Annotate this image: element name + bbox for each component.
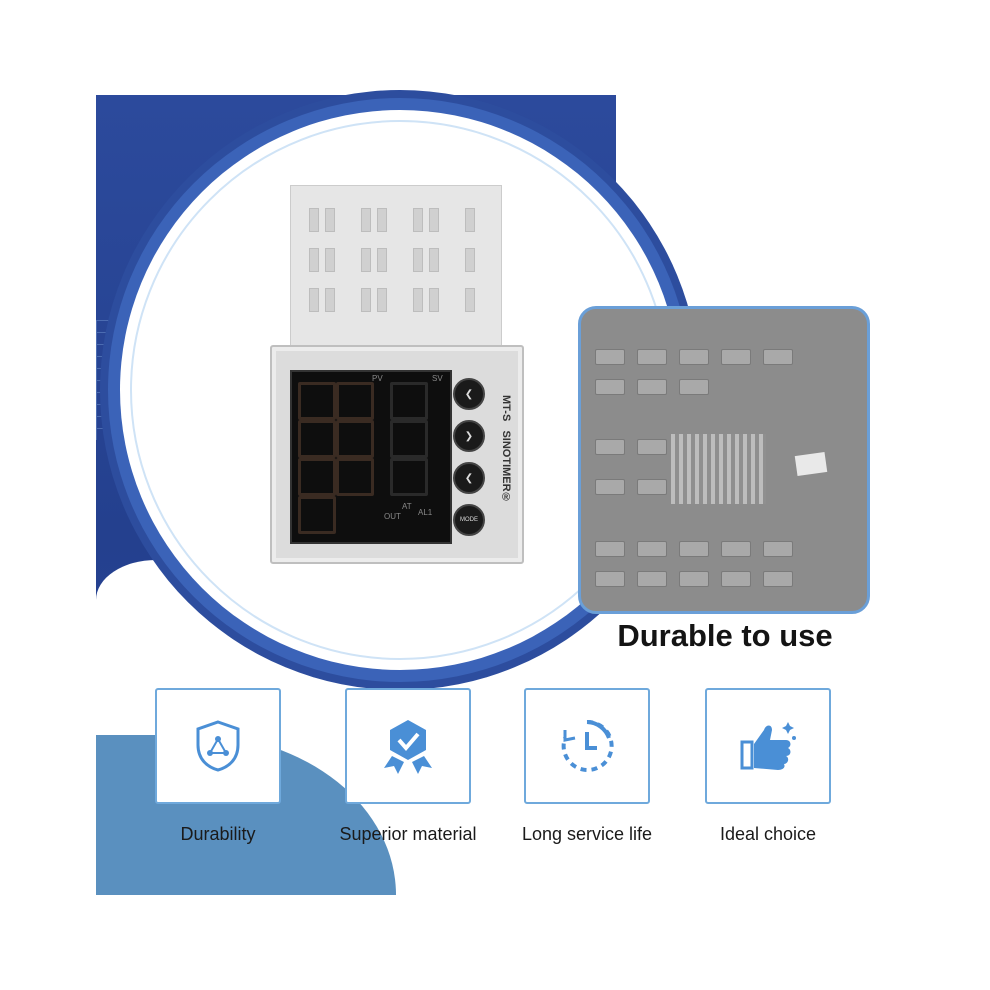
feature-card (345, 688, 471, 804)
vent-slot (413, 288, 423, 312)
pv-digit (298, 420, 336, 458)
vent-cell (595, 379, 625, 395)
vent-cell (637, 439, 667, 455)
feature-label: Long service life (521, 824, 653, 844)
feature-durability: Durability (133, 688, 303, 845)
vent-slot (361, 288, 371, 312)
vent-slot (361, 208, 371, 232)
vent-cell (595, 349, 625, 365)
sv-digit (390, 420, 428, 458)
vent-slot (465, 288, 475, 312)
down-double-chevron-icon: ❮ (453, 462, 485, 494)
vent-cell (595, 439, 625, 455)
vent-cell (721, 571, 751, 587)
controller-display: PV SV OUT AT AL1 (290, 370, 452, 544)
vent-slot (309, 208, 319, 232)
vent-cell (679, 571, 709, 587)
shield-icon (196, 720, 240, 772)
feature-label: Durability (180, 824, 256, 844)
latch-tab (794, 452, 828, 476)
sv-digit (390, 382, 428, 420)
model-name: MT-S (500, 395, 512, 422)
pv-digit (336, 420, 374, 458)
connector-ribs (671, 434, 766, 504)
vent-cell (595, 541, 625, 557)
al1-indicator-label: AL1 (418, 508, 433, 517)
vent-cell (637, 541, 667, 557)
up-double-chevron-icon: ❮ (453, 378, 485, 410)
vent-slot (413, 208, 423, 232)
badge-ribbon-icon (384, 720, 432, 774)
feature-card (524, 688, 650, 804)
vent-cell (721, 349, 751, 365)
pv-digit (298, 496, 336, 534)
vent-slot (325, 288, 335, 312)
feature-superior-material: Superior material (323, 688, 493, 845)
pv-digit (298, 382, 336, 420)
headline: Durable to use (617, 618, 833, 653)
right-double-chevron-icon: ❯ (453, 420, 485, 452)
feature-long-service-life: Long service life (502, 688, 672, 845)
vent-cell (595, 571, 625, 587)
vent-cell (637, 479, 667, 495)
controller-brand-text: MT-S SINOTIMER® (490, 395, 512, 525)
detail-inset-image (578, 306, 870, 614)
vent-cell (679, 541, 709, 557)
out-indicator-label: OUT (384, 512, 401, 521)
vent-cell (637, 379, 667, 395)
vent-cell (763, 541, 793, 557)
vent-grid-closeup (581, 309, 867, 611)
sv-digit (390, 458, 428, 496)
vent-cell (679, 379, 709, 395)
vent-slot (325, 248, 335, 272)
vent-slot (309, 288, 319, 312)
vent-slot (429, 248, 439, 272)
pv-digit (298, 458, 336, 496)
vent-slot (325, 208, 335, 232)
vent-cell (637, 349, 667, 365)
vent-cell (763, 571, 793, 587)
vent-cell (721, 541, 751, 557)
vent-slot (429, 208, 439, 232)
controller-housing (290, 185, 502, 357)
sv-label: SV (432, 374, 443, 383)
vent-slot (465, 248, 475, 272)
clock-icon (561, 719, 614, 772)
feature-card (155, 688, 281, 804)
vent-slot (429, 288, 439, 312)
vent-slot (309, 248, 319, 272)
vent-cell (679, 349, 709, 365)
vent-slot (377, 248, 387, 272)
vent-slot (465, 208, 475, 232)
feature-label: Ideal choice (719, 824, 817, 844)
vent-cell (595, 479, 625, 495)
vent-cell (637, 571, 667, 587)
brand-name: SINOTIMER® (500, 430, 512, 504)
vent-slot (413, 248, 423, 272)
feature-card (705, 688, 831, 804)
thumbs-up-icon (740, 722, 796, 770)
pv-label: PV (372, 374, 383, 383)
vent-cell (763, 349, 793, 365)
pv-digit (336, 382, 374, 420)
vent-slot (377, 288, 387, 312)
mode-button: MODE (453, 504, 485, 536)
at-indicator-label: AT (402, 502, 412, 511)
controller-buttons: ❮ ❯ ❮ MODE (453, 370, 485, 540)
temperature-controller-image: PV SV OUT AT AL1 ❮ ❯ ❮ MODE MT-S SINOTIM… (270, 185, 524, 564)
vent-slot (377, 208, 387, 232)
vent-slot (361, 248, 371, 272)
feature-ideal-choice: Ideal choice (683, 688, 853, 845)
pv-digit (336, 458, 374, 496)
feature-label: Superior material (339, 824, 477, 844)
